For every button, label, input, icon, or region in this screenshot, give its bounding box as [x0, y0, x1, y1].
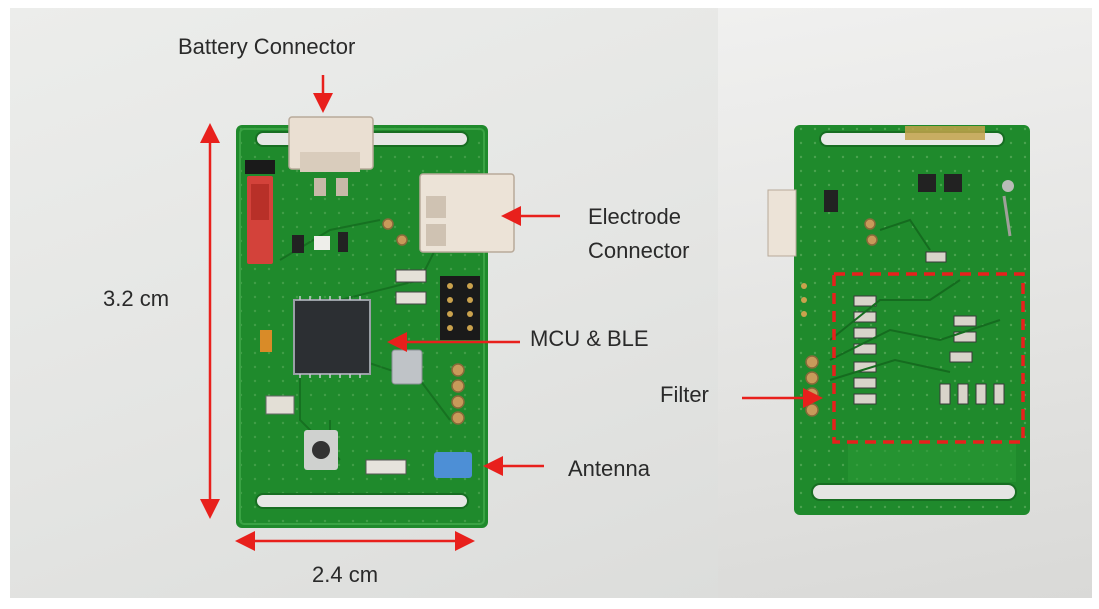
filter-label: Filter — [660, 382, 709, 407]
electrode-connector-label-line1: Electrode — [588, 204, 681, 229]
back-pcb — [767, 125, 1030, 515]
filter-highlight-box — [832, 272, 1025, 444]
electrode-connector-label-line2: Connector — [588, 238, 690, 263]
battery-connector-label: Battery Connector — [178, 34, 356, 59]
mcu-ble-label: MCU & BLE — [530, 326, 649, 351]
front-pcb — [236, 116, 515, 528]
width-dimension-label: 2.4 cm — [312, 562, 379, 587]
antenna-label: Antenna — [568, 456, 650, 481]
height-dimension-label: 3.2 cm — [103, 286, 170, 311]
